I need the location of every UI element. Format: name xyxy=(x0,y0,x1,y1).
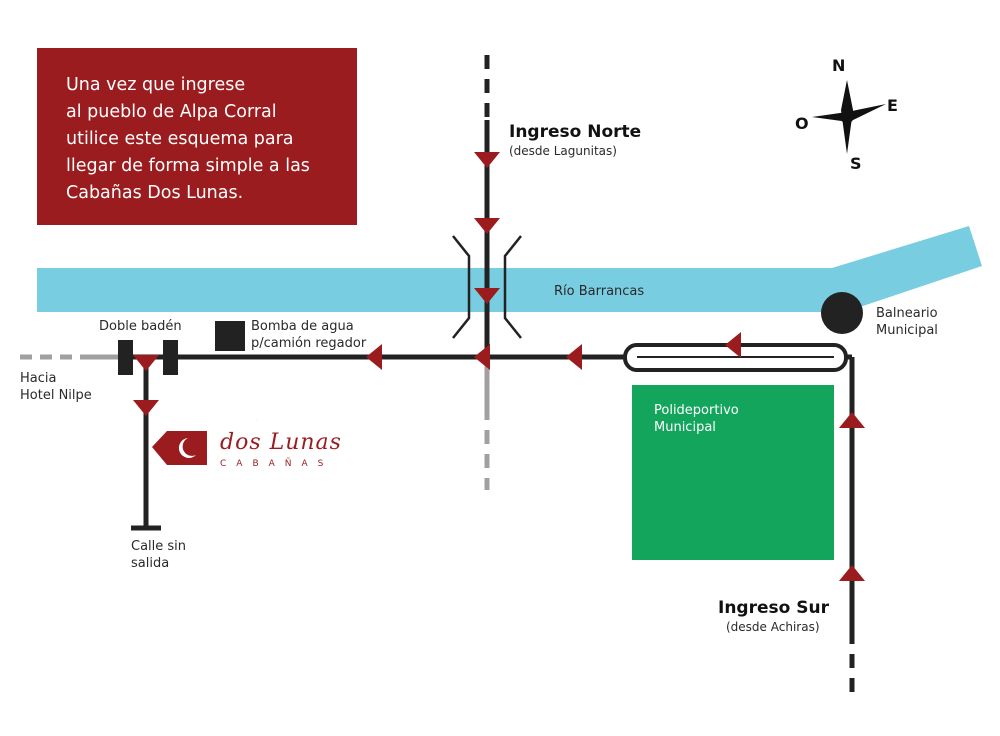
arrow-down-4 xyxy=(133,355,159,371)
bridge-left xyxy=(452,235,471,339)
arrow-left-4 xyxy=(725,332,741,358)
logo-subtitle: CABAÑAS xyxy=(220,459,334,469)
compass-o-label: O xyxy=(795,114,809,133)
balneario-label: Balneario Municipal xyxy=(876,306,938,338)
arrow-down-2 xyxy=(474,218,500,234)
arrow-left-1 xyxy=(474,344,490,370)
direction-arrows xyxy=(133,152,865,581)
intro-box xyxy=(37,48,357,225)
doble-baden-label: Doble badén xyxy=(99,319,182,334)
balneario-marker xyxy=(821,292,863,334)
arrow-left-2 xyxy=(566,344,582,370)
compass-n-label: N xyxy=(832,56,846,75)
arrow-down-1 xyxy=(474,152,500,168)
ingreso-sur-title: Ingreso Sur xyxy=(718,598,829,618)
intro-text: Una vez que ingrese al pueblo de Alpa Co… xyxy=(66,75,310,203)
hacia-hotel-label: Hacia Hotel Nilpe xyxy=(20,371,92,403)
baden-right xyxy=(163,340,178,375)
ingreso-sur-subtitle: (desde Achiras) xyxy=(726,620,820,634)
compass-center xyxy=(839,106,855,128)
bridge-right xyxy=(503,235,522,339)
compass-e-label: E xyxy=(887,96,898,115)
arrow-left-3 xyxy=(366,344,382,370)
polideportivo-label: Polideportivo Municipal xyxy=(654,403,739,435)
ingreso-norte-subtitle: (desde Lagunitas) xyxy=(509,144,617,158)
river-barrancas xyxy=(37,226,982,312)
river-label: Río Barrancas xyxy=(554,284,645,299)
moon-icon xyxy=(178,438,196,458)
arrow-down-3 xyxy=(474,288,500,304)
calle-sin-salida-label: Calle sin salida xyxy=(131,539,187,571)
logo-moon-icon xyxy=(245,398,262,420)
arrow-up-1 xyxy=(839,412,865,428)
water-pump-marker xyxy=(215,321,245,351)
ingreso-norte-title: Ingreso Norte xyxy=(509,122,642,142)
bomba-label: Bomba de agua p/camión regador xyxy=(251,319,367,351)
compass-rose xyxy=(812,80,886,154)
logo-brand: dos Lunas xyxy=(220,430,342,455)
arrow-down-5 xyxy=(133,400,159,416)
compass-s-label: S xyxy=(850,154,862,173)
arrow-up-2 xyxy=(839,565,865,581)
polideportivo-area xyxy=(632,385,834,560)
baden-left xyxy=(118,340,133,375)
